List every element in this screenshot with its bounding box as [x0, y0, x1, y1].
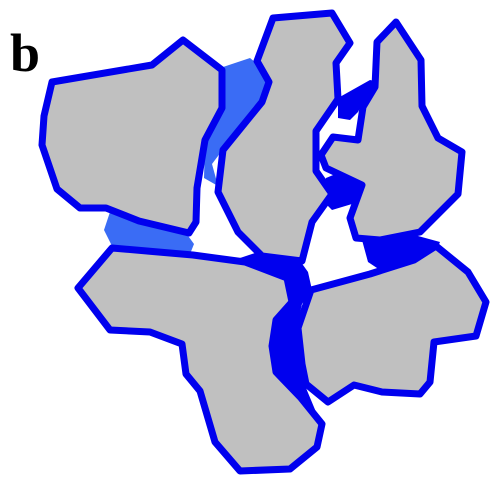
- grain-top-left: [38, 36, 226, 237]
- grain-bottom-right: [294, 242, 490, 406]
- grain-top-right: [317, 18, 466, 244]
- grain-top-center: [214, 9, 354, 265]
- grain-bottom-left: [74, 244, 326, 475]
- panel-label: b: [10, 23, 41, 83]
